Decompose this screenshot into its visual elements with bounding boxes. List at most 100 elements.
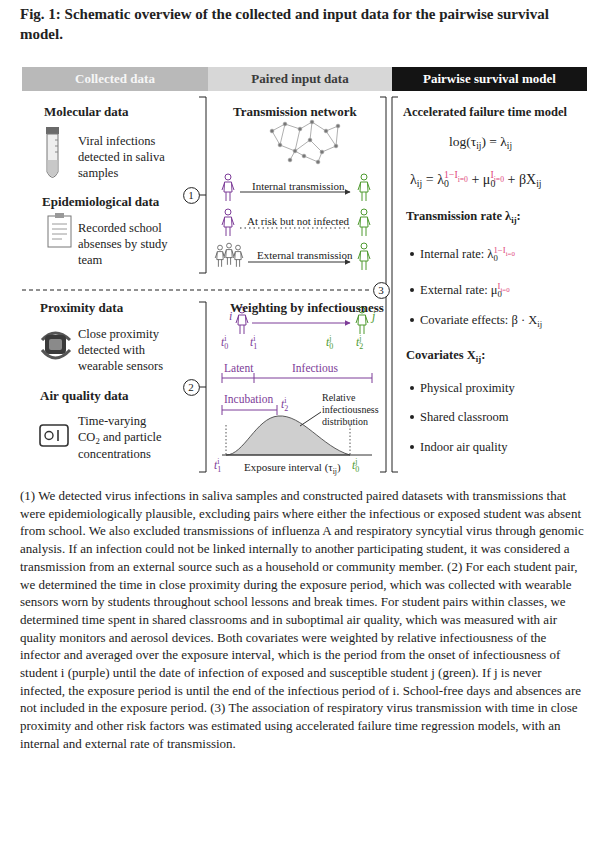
section-heading: Transmission network: [233, 104, 357, 120]
step-number: 1: [183, 187, 200, 204]
math-index: 1: [253, 342, 257, 351]
header-text: Collected data: [22, 67, 208, 91]
math-text: t: [221, 336, 224, 348]
math-index: 0: [224, 342, 228, 351]
math-index: ij: [476, 354, 481, 364]
label-text: Physical proximity: [420, 380, 515, 396]
formula-line: t0j: [326, 334, 331, 352]
math-index: 1−I: [444, 169, 458, 180]
label-text: Infectious: [292, 360, 338, 376]
figure-caption: (1) We detected virus infections in sali…: [20, 487, 587, 753]
step-circle: 3: [373, 282, 390, 299]
label-text: Close proximity detected with wearable s…: [78, 326, 190, 374]
math-text: t: [281, 398, 284, 410]
step-circle: 2: [183, 379, 200, 396]
math-index: ij: [333, 467, 337, 476]
math-text: ): [337, 461, 341, 473]
formula-line: Transmission rate λij:: [406, 208, 521, 225]
math-text: External rate: μ: [420, 283, 498, 297]
math-index: i=0: [506, 250, 515, 257]
formula-line: Covariate effects: β · Xij: [420, 312, 542, 329]
label-text: Internal transmission: [252, 178, 345, 194]
math-index: 1: [217, 465, 221, 474]
circle-shape: [183, 187, 199, 203]
step-circle: 1: [183, 187, 200, 204]
label-text: j: [372, 308, 375, 324]
column-header: Collected data: [22, 67, 208, 91]
formula-line: t1i: [250, 334, 255, 352]
math-index: 2: [95, 436, 99, 446]
math-text: ) = λ: [481, 134, 506, 149]
math-text: t: [250, 336, 253, 348]
math-text: Covariates X: [406, 348, 476, 362]
formula-line: t2j: [356, 334, 361, 352]
math-index: ij: [476, 141, 481, 151]
formula-line: t0i: [221, 334, 226, 352]
section-heading: Weighting by infectiousness: [230, 300, 384, 316]
header-text: Paired input data: [208, 67, 392, 91]
math-text: + βX: [507, 172, 536, 187]
math-index: 1−I: [493, 245, 505, 255]
label-text: Incubation: [224, 391, 273, 407]
math-index: ij: [537, 319, 542, 329]
math-index: i=0: [458, 175, 468, 184]
label-text: At risk but not infected: [247, 213, 349, 229]
circle-shape: [373, 282, 389, 298]
math-index: 2: [284, 404, 288, 413]
math-text: log(τ: [449, 134, 476, 149]
header-text: Pairwise survival model: [392, 67, 587, 91]
step-number: 2: [183, 379, 200, 396]
math-text: t: [352, 459, 355, 471]
formula-line: log(τij) = λij: [449, 134, 512, 151]
math-index: ij: [507, 141, 512, 151]
math-text: Covariate effects: β · X: [420, 313, 537, 327]
section-heading: Molecular data: [44, 104, 129, 120]
math-index: I: [498, 281, 501, 291]
section-heading: Accelerated failure time model: [403, 104, 567, 120]
math-index: I: [490, 169, 493, 180]
math-text: = λ: [426, 172, 444, 187]
math-index: i=0: [500, 286, 509, 293]
column-header: Paired input data: [208, 67, 392, 91]
math-index: ij: [417, 178, 422, 189]
label-text: Viral infections detected in saliva samp…: [78, 133, 190, 181]
formula-line: Time-varying CO2and particle concentrati…: [78, 413, 170, 462]
math-index: ij: [536, 178, 541, 189]
label-text: Shared classroom: [420, 409, 509, 425]
label-text: Relative infectiousness distribution: [322, 392, 384, 428]
math-text: t: [356, 336, 359, 348]
label-text: Latent: [224, 360, 253, 376]
figure-title: Fig. 1: Schematic overview of the collec…: [20, 4, 588, 44]
formula-line: t2i: [281, 396, 286, 414]
math-text: :: [481, 348, 485, 362]
math-text: Transmission rate λ: [406, 209, 511, 223]
math-index: 0: [355, 465, 359, 474]
formula-line: Covariates Xij:: [406, 347, 485, 364]
math-index: ij: [511, 215, 516, 225]
column-header: Pairwise survival model: [392, 67, 587, 91]
math-index: 0: [444, 178, 449, 189]
formula-line: t0j: [352, 457, 357, 475]
math-index: i=0: [494, 175, 504, 184]
formula-line: External rate: μ0Ii=0: [420, 282, 510, 300]
math-text: t: [214, 459, 217, 471]
formula-line: Exposure interval (τij): [244, 459, 341, 477]
math-index: 0: [329, 342, 333, 351]
math-text: + μ: [471, 172, 490, 187]
formula-line: t1i: [214, 457, 219, 475]
math-text: Exposure interval (τ: [244, 461, 333, 473]
math-text: t: [326, 336, 329, 348]
section-heading: Epidemiological data: [42, 194, 159, 210]
section-heading: Proximity data: [40, 300, 123, 316]
formula-line: λij= λ01−Ii=0+ μ0Ii=0+ βXij: [410, 172, 542, 190]
math-text: :: [517, 209, 521, 223]
label-text: Recorded school absenses by study team: [78, 220, 190, 268]
math-text: Internal rate: λ: [420, 247, 493, 261]
label-text: i: [229, 308, 232, 324]
circle-shape: [183, 379, 199, 395]
math-index: 2: [359, 342, 363, 351]
label-text: External transmission: [257, 247, 353, 263]
step-number: 3: [373, 282, 390, 299]
label-text: Indoor air quality: [420, 439, 507, 455]
